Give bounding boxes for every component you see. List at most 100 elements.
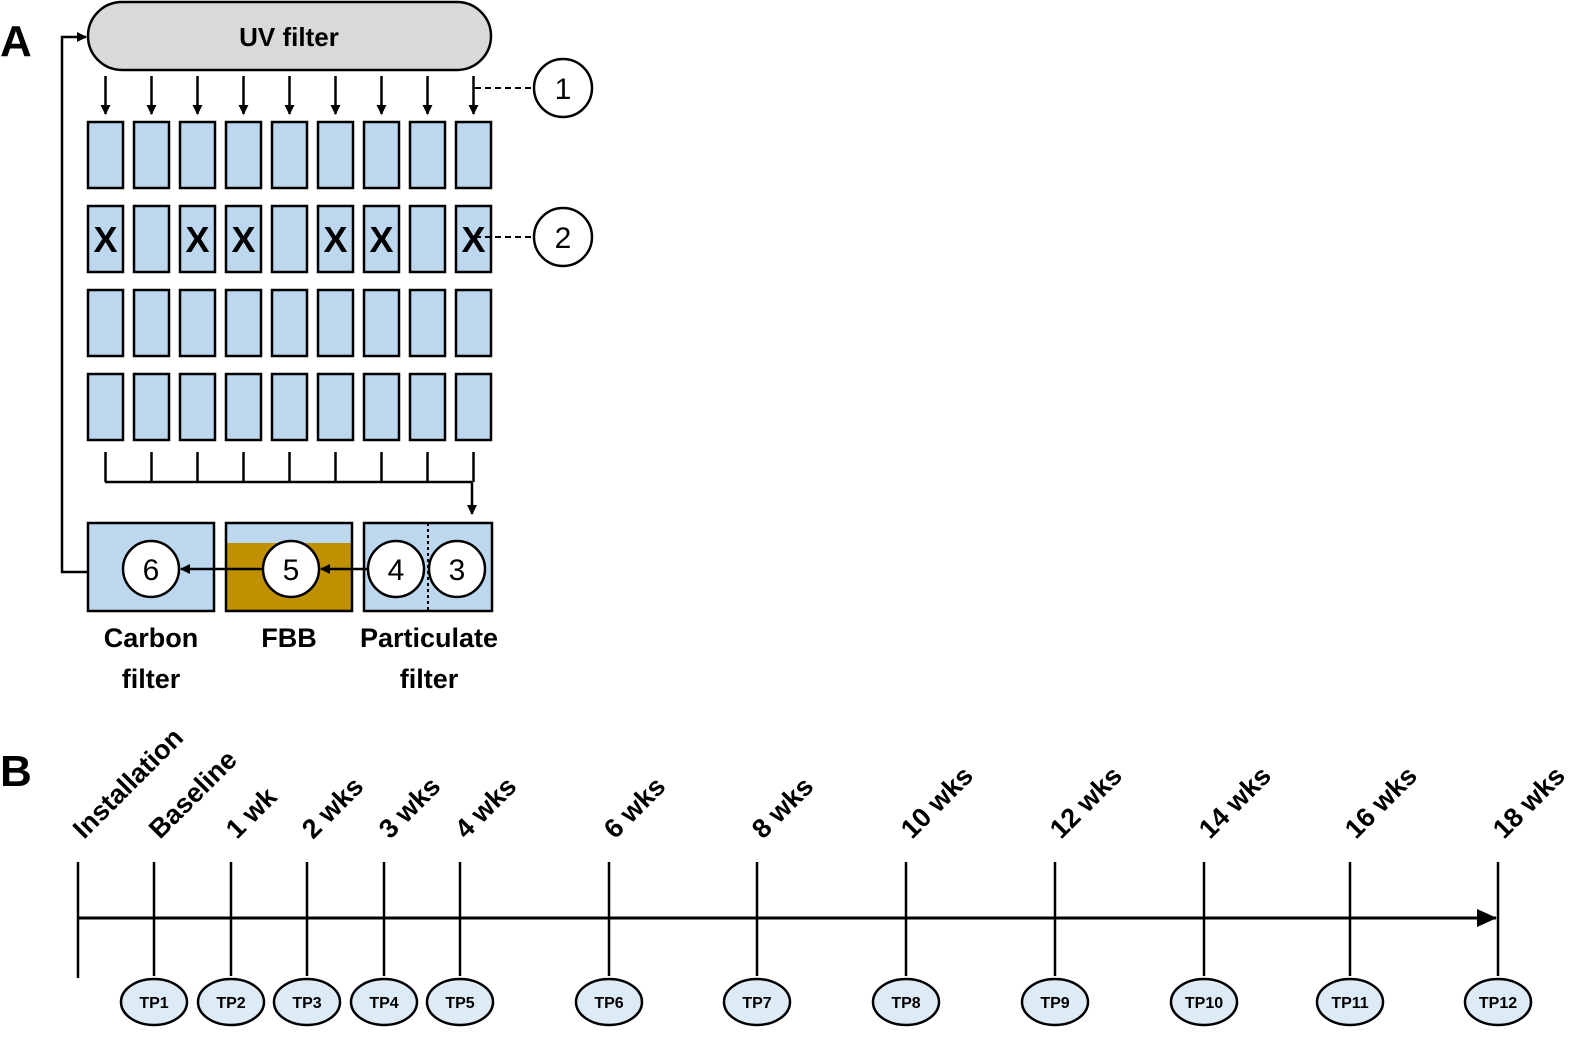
tank-r3-c6	[316, 288, 355, 358]
tp-label-tp10: TP10	[1185, 995, 1223, 1012]
tp-label-tp1: TP1	[139, 995, 168, 1012]
timeline-label-5: 3 wks	[373, 771, 446, 844]
tank-r2-c7	[362, 204, 401, 274]
tank-r1-c8	[408, 120, 447, 190]
tp-oval-tp8	[871, 977, 941, 1027]
tank-r4-c1	[86, 372, 125, 442]
tank-r3-c1	[86, 288, 125, 358]
timeline-label-10: 12 wks	[1044, 760, 1128, 844]
tp-oval-tp4	[349, 977, 419, 1027]
tank-r2-c5	[270, 204, 309, 274]
point-5-number: 5	[283, 554, 300, 587]
callout-2: 2	[475, 206, 594, 268]
tank-r4-c8	[408, 372, 447, 442]
outflow-collector	[104, 452, 477, 515]
tank-mark-c4: X	[231, 219, 255, 260]
tp-label-tp5: TP5	[445, 995, 474, 1012]
point-3-number: 3	[449, 554, 466, 587]
tank-r1-c7	[362, 120, 401, 190]
tp-label-tp3: TP3	[292, 995, 321, 1012]
tank-r4-c9	[454, 372, 493, 442]
tank-mark-c6: X	[323, 219, 347, 260]
tp-oval-tp2	[196, 977, 266, 1027]
tp-label-tp2: TP2	[216, 995, 245, 1012]
tank-r2-c1	[86, 204, 125, 274]
tank-r2-c4	[224, 204, 263, 274]
tp-label-tp7: TP7	[742, 995, 771, 1012]
timeline-label-8: 8 wks	[746, 771, 819, 844]
callout-2-number: 2	[555, 222, 572, 255]
tank-r4-c4	[224, 372, 263, 442]
tank-r3-c7	[362, 288, 401, 358]
carbon-filter-label-line1: Carbon	[104, 623, 199, 653]
point-3-circle	[427, 539, 487, 599]
tank-r2-c3	[178, 204, 217, 274]
tank-r2-c2	[132, 204, 171, 274]
fbb-outline	[224, 521, 354, 613]
tank-r2-c8	[408, 204, 447, 274]
tank-mark-c7: X	[369, 219, 393, 260]
tank-r1-c4	[224, 120, 263, 190]
tp-label-tp11: TP11	[1331, 995, 1368, 1012]
timeline-label-9: 10 wks	[895, 760, 979, 844]
tp-label-tp8: TP8	[891, 995, 920, 1012]
tp-label-tp6: TP6	[594, 995, 623, 1012]
tank-r4-c7	[362, 372, 401, 442]
tank-r1-c2	[132, 120, 171, 190]
inflow-arrows	[100, 76, 479, 115]
tp-oval-tp6	[574, 977, 644, 1027]
uv-filter-label: UV filter	[239, 22, 339, 52]
timeline-label-6: 4 wks	[449, 771, 522, 844]
tank-r2-c9	[454, 204, 493, 274]
filter-train: 3 4 5 6 Carbon filter FBB Particulate fi…	[60, 32, 498, 694]
tank-r4-c3	[178, 372, 217, 442]
tank-r1-c1	[86, 120, 125, 190]
tp-oval-tp9	[1020, 977, 1090, 1027]
callout-2-circle	[532, 206, 594, 268]
timeline-label-7: 6 wks	[598, 771, 671, 844]
tank-r1-c3	[178, 120, 217, 190]
tank-r1-c9	[454, 120, 493, 190]
tp-label-tp4: TP4	[369, 995, 398, 1012]
callout-1-number: 1	[555, 73, 572, 106]
tank-r3-c5	[270, 288, 309, 358]
tank-r4-c6	[316, 372, 355, 442]
timeline-label-12: 16 wks	[1339, 760, 1423, 844]
tank-r4-c2	[132, 372, 171, 442]
tp-oval-tp1	[119, 977, 189, 1027]
panel-b-label: B	[0, 747, 32, 796]
return-loop-arrow	[60, 32, 88, 574]
carbon-filter-label-line2: filter	[122, 664, 181, 694]
point-6-circle	[121, 539, 181, 599]
tp-oval-tp7	[722, 977, 792, 1027]
particulate-filter-label-line2: filter	[400, 664, 459, 694]
tank-r3-c2	[132, 288, 171, 358]
tank-r3-c8	[408, 288, 447, 358]
callout-1-circle	[532, 57, 594, 119]
fbb-label: FBB	[261, 623, 317, 653]
tank-r4-c5	[270, 372, 309, 442]
timeline-label-11: 14 wks	[1193, 760, 1277, 844]
tank-mark-c3: X	[185, 219, 209, 260]
callout-1: 1	[475, 57, 594, 119]
tank-r3-c3	[178, 288, 217, 358]
tank-mark-c1: X	[93, 219, 117, 260]
tank-r1-c6	[316, 120, 355, 190]
timeline-label-3: 1 wk	[220, 781, 283, 844]
timeline-label-4: 2 wks	[296, 771, 369, 844]
tank-r1-c5	[270, 120, 309, 190]
tank-r3-c4	[224, 288, 263, 358]
timeline-label-13: 18 wks	[1487, 760, 1571, 844]
uv-filter-box	[86, 0, 493, 72]
tp-oval-tp5	[425, 977, 495, 1027]
tank-r3-c9	[454, 288, 493, 358]
tp-oval-tp10	[1169, 977, 1239, 1027]
tp-oval-tp11	[1315, 977, 1385, 1027]
point-6-number: 6	[143, 554, 160, 587]
uv-filter: UV filter	[86, 0, 493, 72]
particulate-filter-label-line1: Particulate	[360, 623, 498, 653]
